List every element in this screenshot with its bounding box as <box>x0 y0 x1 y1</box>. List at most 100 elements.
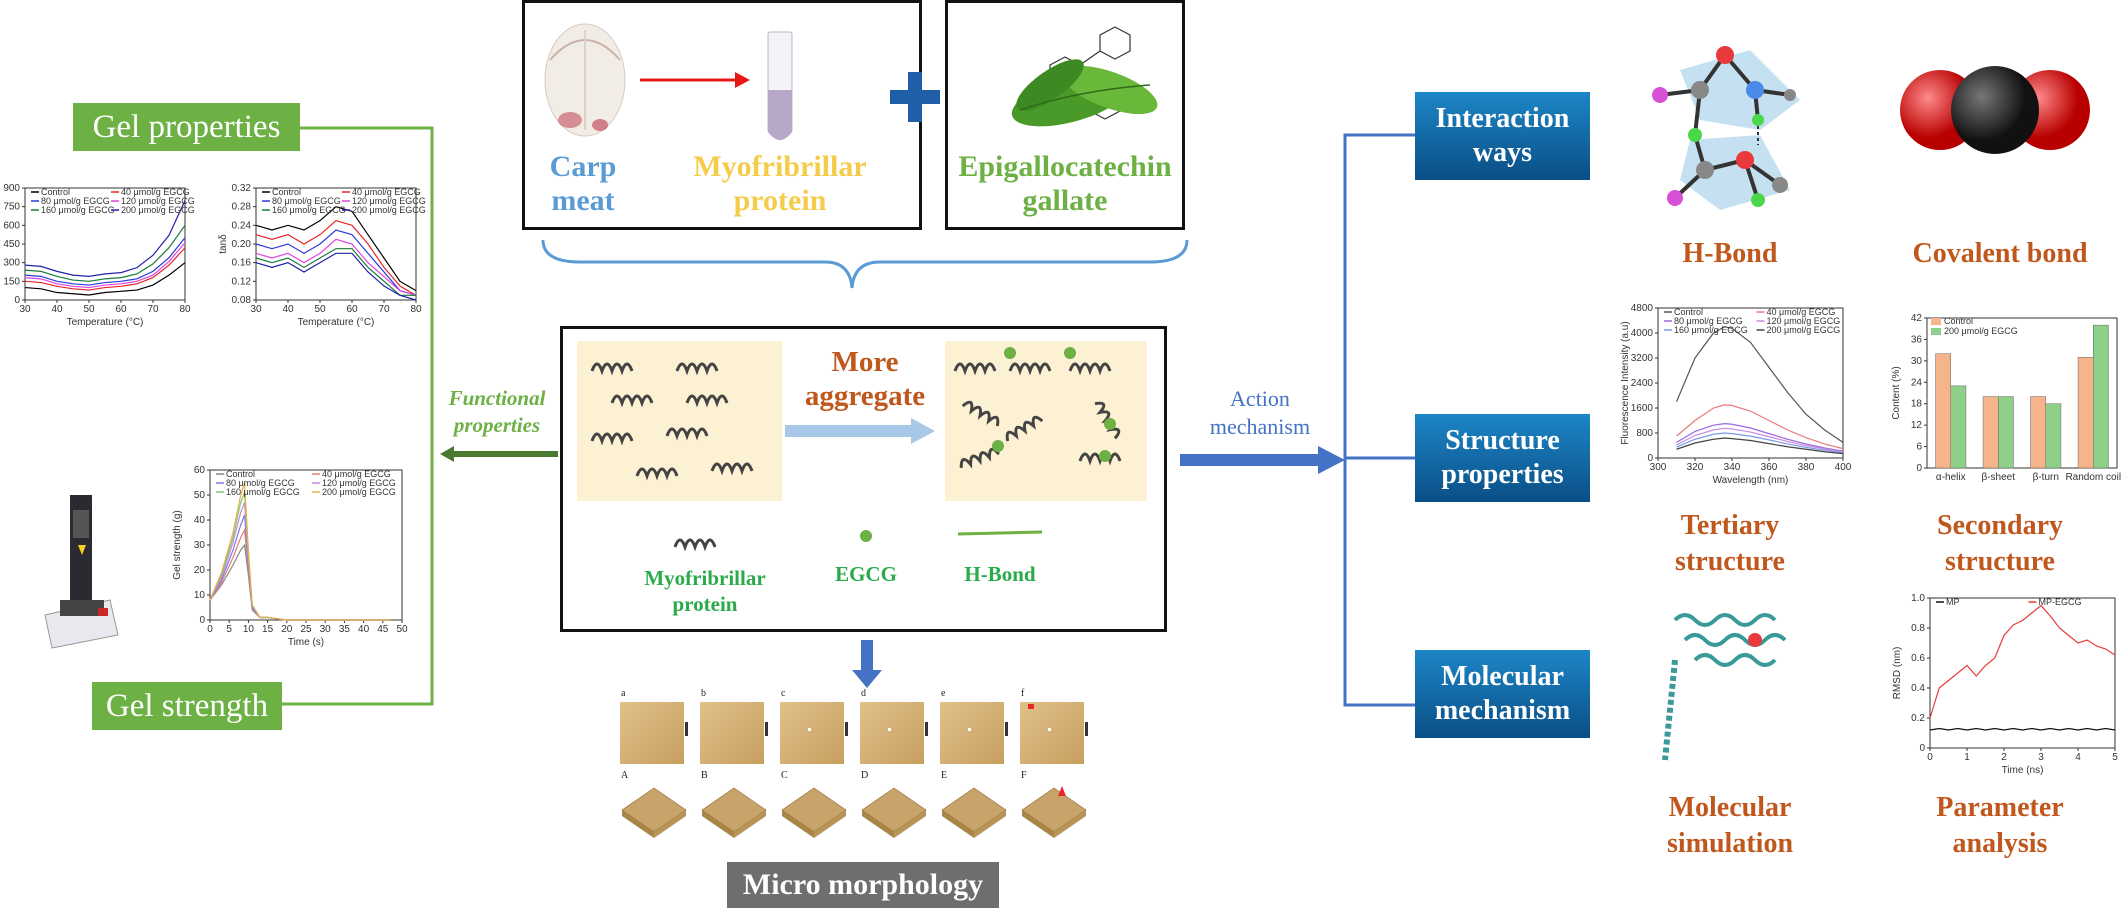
y-tick-label: 20 <box>194 565 206 576</box>
y-tick-label: 6 <box>1916 442 1922 453</box>
legend-swatch <box>1931 318 1941 325</box>
afm-panel-letter: f <box>1021 688 1025 699</box>
afm-panel: C <box>778 770 850 852</box>
series-line <box>255 252 417 301</box>
x-tick-label: 300 <box>1650 462 1667 473</box>
y-tick-label: 12 <box>1911 420 1923 431</box>
bar <box>1935 353 1951 469</box>
x-tick-label: 5 <box>2112 752 2118 763</box>
x-tick-label: 4 <box>2075 752 2081 763</box>
y-tick-label: 4800 <box>1631 303 1654 314</box>
legend-egcg-label: EGCG <box>835 562 897 586</box>
y-tick-label: 450 <box>3 239 20 250</box>
y-axis-label: Content (%) <box>1891 366 1902 419</box>
series-line <box>209 527 391 621</box>
y-tick-label: 300 <box>3 258 20 269</box>
x-tick-label: 30 <box>320 624 332 635</box>
x-tick-label: 400 <box>1835 462 1852 473</box>
afm-panel: F <box>1018 770 1090 852</box>
legend-entry: 80 μmol/g EGCG <box>41 196 110 206</box>
x-tick-label: 40 <box>51 304 63 315</box>
x-tick-label: 0 <box>1927 752 1933 763</box>
bar <box>1998 396 2014 469</box>
covalent-bond-caption: Covalent bond <box>1912 238 2088 269</box>
afm-scale-bar-icon <box>765 722 768 736</box>
x-tick-label: 5 <box>226 624 232 635</box>
y-tick-label: 0 <box>1647 453 1653 464</box>
series-line <box>24 262 186 296</box>
legend-entry: 120 μmol/g EGCG <box>121 196 195 206</box>
secondary-structure-caption: Secondary structure <box>1937 510 2063 577</box>
y-tick-label: 50 <box>194 490 206 501</box>
x-tick-label: 10 <box>243 624 255 635</box>
legend-hbond-line-icon <box>957 530 1043 536</box>
y-tick-label: 10 <box>194 590 206 601</box>
afm-panel: f <box>1018 688 1090 770</box>
y-tick-label: 0.08 <box>232 295 252 306</box>
legend-entry: 200 μmol/g EGCG <box>1767 325 1841 335</box>
y-tick-label: 0.32 <box>232 183 252 194</box>
y-tick-label: 0.6 <box>1911 653 1925 664</box>
test-tube-icon <box>767 31 793 140</box>
y-tick-label: 60 <box>194 465 206 476</box>
legend-entry: 40 μmol/g EGCG <box>322 469 391 479</box>
x-axis-label: Time (ns) <box>2002 765 2044 776</box>
carp-meat-label: Carp meat <box>549 150 617 217</box>
y-tick-label: 0 <box>1916 463 1922 474</box>
afm-panel-letter: F <box>1021 770 1027 781</box>
series-line <box>209 543 391 621</box>
x-tick-label: 380 <box>1798 462 1815 473</box>
legend-entry: 120 μmol/g EGCG <box>1767 316 1841 326</box>
top-brace <box>541 239 1189 289</box>
x-tick-label: 70 <box>147 304 159 315</box>
series-line <box>1676 427 1844 453</box>
x-tick-label: 360 <box>1761 462 1778 473</box>
afm-panel: b <box>698 688 770 770</box>
y-tick-label: 900 <box>3 183 20 194</box>
afm-scale-bar-icon <box>1005 722 1008 736</box>
series-line <box>1929 727 2116 731</box>
structure-properties-box: Structure properties <box>1415 414 1590 502</box>
functional-properties-label: Functional properties <box>448 386 546 437</box>
series-line <box>255 205 417 292</box>
x-tick-label: 340 <box>1724 462 1741 473</box>
h-bond-caption: H-Bond <box>1682 238 1778 269</box>
series-line <box>1676 404 1844 450</box>
legend-entry: 200 μmol/g EGCG <box>121 205 195 215</box>
legend-entry: 80 μmol/g EGCG <box>226 478 295 488</box>
afm-2d-surface-icon <box>620 702 684 764</box>
afm-panel-letter: B <box>701 770 708 781</box>
afm-panel-letter: c <box>781 688 786 699</box>
y-tick-label: 600 <box>3 220 20 231</box>
afm-panel: a <box>618 688 690 770</box>
y-axis-label: Gel strength (g) <box>172 510 183 579</box>
series-line <box>1676 437 1844 455</box>
h-bond-molecule-image <box>1652 46 1800 210</box>
molecular-simulation-caption: Molecular simulation <box>1666 792 1794 859</box>
legend-entry: MP <box>1946 597 1960 607</box>
legend-entry: MP-EGCG <box>2039 597 2082 607</box>
x-tick-label: 1 <box>1964 752 1970 763</box>
x-tick-label: 80 <box>179 304 191 315</box>
more-aggregate-label: More aggregate <box>804 346 926 412</box>
series-line <box>24 237 186 286</box>
left-green-bracket <box>282 126 434 706</box>
bar <box>2030 396 2047 469</box>
legend-myofibrillar-label: Myofribrillar protein <box>644 566 766 616</box>
afm-panel-letter: e <box>941 688 946 699</box>
x-tick-label: 30 <box>19 304 31 315</box>
series-line <box>1929 604 2116 719</box>
afm-particle-icon <box>888 728 891 731</box>
afm-panel-letter: b <box>701 688 706 699</box>
y-axis-label: tanδ <box>218 234 229 254</box>
aggregate-arrow-icon <box>785 418 935 444</box>
afm-2d-surface-icon <box>780 702 844 764</box>
x-tick-label: 40 <box>282 304 294 315</box>
category-label: β-sheet <box>1981 472 2015 483</box>
x-tick-label: 0 <box>207 624 213 635</box>
